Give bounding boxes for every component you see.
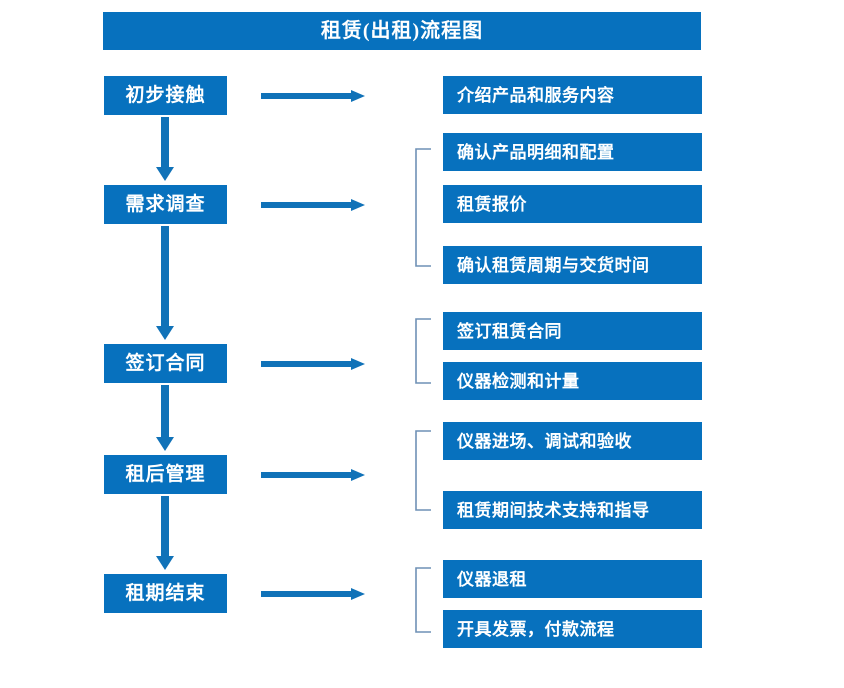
detail-box-rental-quotation[interactable]: 租赁报价: [443, 185, 702, 223]
stage-box-post-rental-management[interactable]: 租后管理: [104, 455, 227, 494]
detail-box-introduce-products[interactable]: 介绍产品和服务内容: [443, 76, 702, 114]
detail-box-confirm-product-spec[interactable]: 确认产品明细和配置: [443, 133, 702, 171]
right-arrow-icon-4: [261, 467, 365, 483]
right-arrow-icon-3: [261, 356, 365, 372]
group-bracket-icon-3: [414, 318, 432, 384]
stage-box-requirement-survey[interactable]: 需求调查: [104, 185, 227, 224]
group-bracket-icon-4: [414, 430, 432, 511]
down-arrow-icon-4: [152, 496, 178, 572]
down-arrow-icon-2: [152, 226, 178, 342]
stage-box-sign-contract[interactable]: 签订合同: [104, 344, 227, 383]
stage-box-lease-end[interactable]: 租期结束: [104, 574, 227, 613]
right-arrow-icon-1: [261, 88, 365, 104]
group-bracket-icon-2: [414, 148, 432, 267]
page-title: 租赁(出租)流程图: [103, 12, 701, 50]
down-arrow-icon-3: [152, 385, 178, 453]
detail-box-invoice-payment[interactable]: 开具发票，付款流程: [443, 610, 702, 648]
right-arrow-icon-5: [261, 586, 365, 602]
detail-box-sign-rental-contract[interactable]: 签订租赁合同: [443, 312, 702, 350]
down-arrow-icon-1: [152, 117, 178, 183]
detail-box-instrument-return[interactable]: 仪器退租: [443, 560, 702, 598]
group-bracket-icon-5: [414, 567, 432, 633]
detail-box-instrument-onsite-commissioning[interactable]: 仪器进场、调试和验收: [443, 422, 702, 460]
stage-box-initial-contact[interactable]: 初步接触: [104, 76, 227, 115]
right-arrow-icon-2: [261, 197, 365, 213]
detail-box-technical-support[interactable]: 租赁期间技术支持和指导: [443, 491, 702, 529]
detail-box-confirm-period-delivery[interactable]: 确认租赁周期与交货时间: [443, 246, 702, 284]
detail-box-instrument-inspection[interactable]: 仪器检测和计量: [443, 362, 702, 400]
